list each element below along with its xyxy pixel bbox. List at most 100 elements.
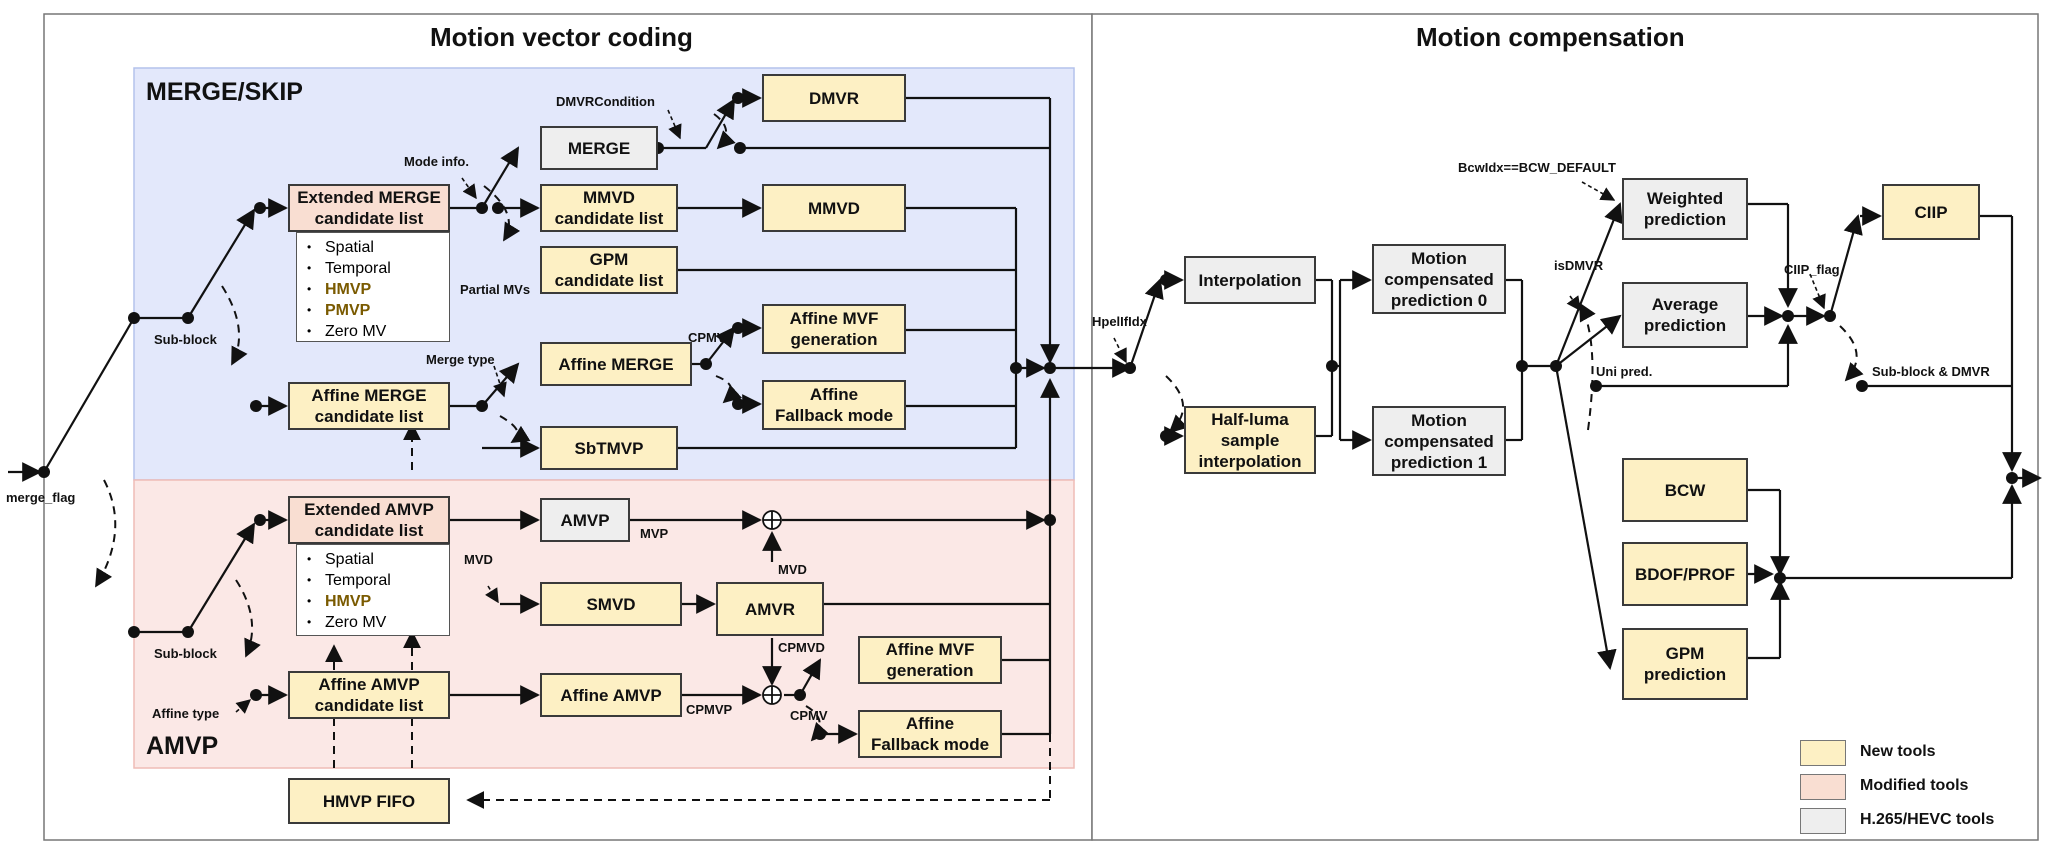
label-cpmv-merge: CPMV — [688, 330, 726, 345]
label-bcwidx: BcwIdx==BCW_DEFAULT — [1458, 160, 1616, 175]
candidate-item: •Spatial — [307, 549, 449, 570]
legend-swatch — [1800, 740, 1846, 766]
box-line: candidate list — [314, 209, 424, 228]
candidate-label: Zero MV — [325, 323, 387, 340]
label-merge-flag: merge_flag — [6, 490, 76, 505]
legend-label: H.265/HEVC tools — [1860, 811, 1995, 828]
affine-mvf-generation-box-merge: Affine MVF generation — [762, 304, 906, 354]
box-line: BDOF/PROF — [1634, 564, 1736, 584]
box-line: prediction — [1643, 210, 1727, 229]
box-line: CIIP — [1914, 202, 1948, 222]
box-line: candidate list — [554, 209, 664, 228]
merge-candidate-items: •Spatial•Temporal•HMVP•PMVP•Zero MV — [296, 232, 450, 342]
label-merge-type: Merge type — [426, 352, 495, 367]
label-mvd-amvr: MVD — [778, 562, 807, 577]
candidate-item: • Temporal — [307, 258, 449, 279]
box-line: candidate list — [314, 407, 424, 426]
box-line: DMVR — [808, 88, 860, 108]
gpm-list-box: GPM candidate list — [540, 246, 678, 294]
box-line: Affine AMVP — [560, 685, 662, 705]
affine-amvp-box: Affine AMVP — [540, 673, 682, 717]
box-line: SbTMVP — [574, 438, 644, 458]
weighted-prediction-box: Weighted prediction — [1622, 178, 1748, 240]
box-line: interpolation — [1198, 451, 1302, 471]
box-line: Affine MVF — [789, 309, 879, 328]
box-line: Affine AMVP — [318, 675, 420, 694]
label-uni-pred: Uni pred. — [1596, 364, 1653, 379]
box-line: Half-luma — [1211, 409, 1289, 429]
candidate-label: Spatial — [325, 239, 374, 256]
box-line: Affine — [809, 385, 859, 404]
candidate-item: •Temporal — [307, 570, 449, 591]
region-title-amvp: AMVP — [146, 732, 219, 760]
bullet-icon: • — [307, 615, 312, 629]
box-line: prediction — [1643, 665, 1727, 684]
legend-label: Modified tools — [1860, 777, 1969, 794]
candidate-label: Zero MV — [325, 614, 387, 631]
label-cpmv-amvp: CPMV — [790, 708, 828, 723]
label-hpelifidx: HpelIfIdx — [1092, 314, 1147, 329]
candidate-item: •HMVP — [307, 591, 449, 612]
bullet-icon: • — [307, 240, 312, 254]
box-line: SMVD — [586, 594, 636, 614]
candidate-label: Temporal — [325, 260, 391, 277]
bullet-icon: • — [307, 324, 312, 338]
box-line: compensated — [1384, 269, 1494, 289]
gpm-prediction-box: GPM prediction — [1622, 628, 1748, 700]
bcw-box: BCW — [1622, 458, 1748, 522]
mmvd-list-box: MMVD candidate list — [540, 184, 678, 232]
bullet-icon: • — [307, 303, 312, 317]
box-line: HMVP FIFO — [322, 791, 416, 811]
affine-fallback-box-amvp: Affine Fallback mode — [858, 710, 1002, 758]
box-line: compensated — [1384, 431, 1494, 451]
candidate-label: HMVP — [325, 281, 372, 298]
label-isdmvr: isDMVR — [1554, 258, 1604, 273]
mmvd-box: MMVD — [762, 184, 906, 232]
label-cpmvp: CPMVP — [686, 702, 733, 717]
box-line: Fallback mode — [870, 735, 990, 754]
amvr-box: AMVR — [716, 582, 824, 636]
box-line: MMVD — [583, 188, 635, 207]
average-prediction-box: Average prediction — [1622, 282, 1748, 348]
box-line: candidate list — [554, 271, 664, 290]
box-line: Motion — [1411, 410, 1467, 430]
bullet-icon: • — [307, 261, 312, 275]
candidate-item: • Spatial — [307, 237, 449, 258]
box-line: Affine MERGE — [558, 354, 674, 374]
candidate-item: • Zero MV — [307, 321, 449, 342]
hmvp-fifo-box: HMVP FIFO — [288, 778, 450, 824]
box-line: MMVD — [808, 198, 860, 218]
box-line: Affine MERGE — [311, 386, 427, 405]
box-line: Affine — [905, 714, 955, 733]
label-affine-type: Affine type — [152, 706, 220, 721]
legend-swatch — [1800, 808, 1846, 834]
smvd-box: SMVD — [540, 582, 682, 626]
half-luma-interpolation-box: Half-luma sample interpolation — [1184, 406, 1316, 474]
box-line: MERGE — [567, 138, 631, 158]
sbtmvp-box: SbTMVP — [540, 426, 678, 470]
candidate-label: HMVP — [325, 593, 372, 610]
candidate-item: •HMVP — [307, 279, 449, 300]
box-line: Average — [1651, 295, 1719, 314]
legend-label: New tools — [1860, 743, 1936, 760]
label-ciip-flag: CIIP_flag — [1784, 262, 1840, 277]
label-sub-block-merge: Sub-block — [154, 332, 217, 347]
section-title-motion-compensation: Motion compensation — [1416, 22, 1685, 52]
affine-merge-list-box: Affine MERGE candidate list — [288, 382, 450, 430]
section-title-mv-coding: Motion vector coding — [430, 22, 693, 52]
box-line: generation — [790, 330, 878, 349]
candidate-label: Spatial — [325, 551, 374, 568]
candidate-item: • Zero MV — [307, 612, 449, 633]
label-mvd-smvd: MVD — [464, 552, 493, 567]
box-line: Fallback mode — [774, 406, 894, 425]
box-line: candidate list — [314, 696, 424, 715]
label-mvp: MVP — [640, 526, 669, 541]
interpolation-box: Interpolation — [1184, 256, 1316, 304]
candidate-item: •PMVP — [307, 300, 449, 321]
box-line: Motion — [1411, 248, 1467, 268]
merge-box: MERGE — [540, 126, 658, 170]
box-line: Affine MVF — [885, 640, 975, 659]
ciip-box: CIIP — [1882, 184, 1980, 240]
label-mode-info: Mode info. — [404, 154, 469, 169]
affine-merge-box: Affine MERGE — [540, 342, 692, 386]
